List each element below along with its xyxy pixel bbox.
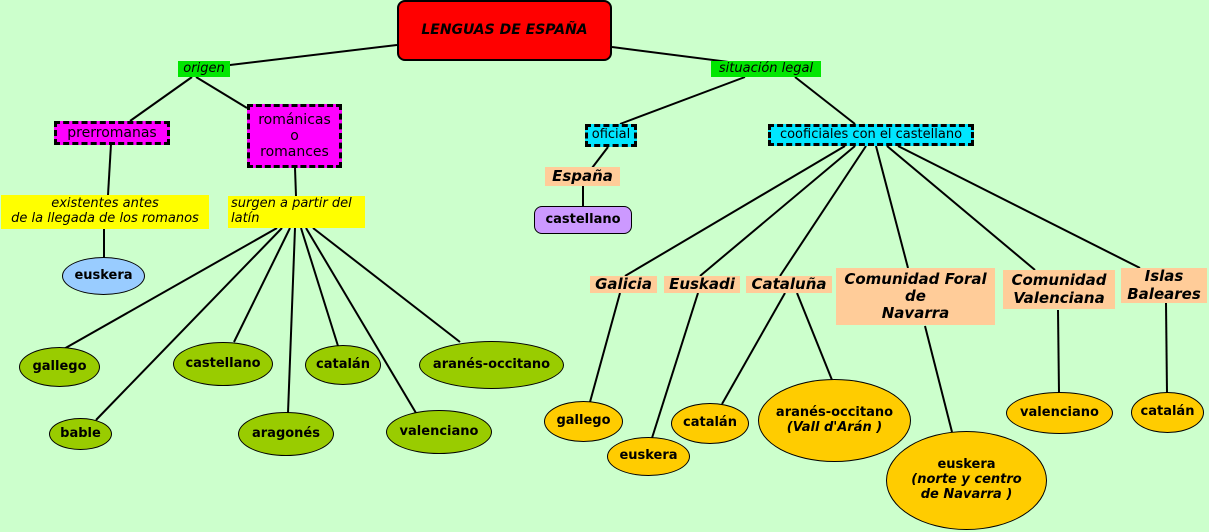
castellano-box: castellano (534, 206, 632, 234)
catalan-baleares-oval: catalán (1131, 392, 1204, 433)
gallego-oval: gallego (19, 347, 100, 387)
title-text: LENGUAS DE ESPAÑA (421, 22, 588, 39)
edge (1165, 302, 1168, 394)
edge (779, 145, 867, 277)
edge (294, 167, 297, 197)
edge (796, 292, 833, 381)
existentes-label: existentes antes de la llegada de los ro… (1, 195, 209, 229)
baleares-label: Islas Baleares (1121, 267, 1207, 303)
edge (233, 227, 291, 343)
edge (651, 292, 699, 439)
valenciano-oval: valenciano (386, 410, 492, 454)
edge (305, 227, 417, 414)
aranes-oval: aranés-occitano (419, 341, 564, 389)
euskera-navarra-oval: euskera (norte y centro de Navarra ) (886, 431, 1047, 530)
valenciano-oval-right: valenciano (1006, 392, 1113, 434)
bable-oval: bable (49, 418, 112, 450)
valenciana-label: Comunidad Valenciana (1003, 270, 1115, 309)
euskadi-label: Euskadi (664, 275, 740, 293)
origen-label: origen (178, 61, 230, 77)
edge (699, 145, 856, 277)
edge (61, 227, 278, 351)
situacion-label: situación legal (711, 61, 821, 77)
edge (195, 76, 248, 109)
oficial-box: oficial (585, 124, 637, 147)
edge (721, 292, 786, 405)
euskera-oval-right: euskera (607, 437, 690, 476)
edge (924, 325, 953, 433)
edge (897, 145, 1141, 269)
edge (204, 44, 398, 69)
castellano-oval: castellano (173, 342, 273, 386)
gallego-oval-right: gallego (544, 401, 623, 442)
edge (300, 227, 339, 347)
cataluna-label: Cataluña (746, 275, 832, 293)
edge (95, 227, 283, 421)
espana-label: España (545, 167, 620, 186)
surgen-label: surgen a partir del latín (228, 196, 365, 228)
prerromanas-box: prerromanas (54, 121, 170, 145)
navarra-label: Comunidad Foral de Navarra (836, 268, 995, 325)
edge (591, 146, 609, 169)
edge (794, 76, 856, 125)
catalan-oval: catalán (305, 345, 381, 385)
romanicas-box: románicas o romances (247, 104, 342, 168)
edge (624, 145, 846, 277)
euskera-oval: euskera (62, 257, 145, 295)
edge (619, 76, 746, 125)
edge (287, 227, 296, 414)
galicia-label: Galicia (590, 275, 657, 293)
edge (107, 143, 112, 196)
edge (875, 145, 909, 269)
edge (886, 145, 1036, 271)
edge (129, 76, 193, 122)
edge (589, 292, 621, 403)
catalan-oval-right: catalán (671, 403, 749, 444)
aragones-oval: aragonés (238, 412, 334, 456)
edge (1057, 309, 1060, 394)
aranes-oval-right: aranés-occitano (Vall d'Arán ) (758, 379, 911, 462)
title-box: LENGUAS DE ESPAÑA (397, 0, 612, 61)
cooficiales-box: cooficiales con el castellano (768, 124, 974, 146)
edge (312, 227, 461, 343)
